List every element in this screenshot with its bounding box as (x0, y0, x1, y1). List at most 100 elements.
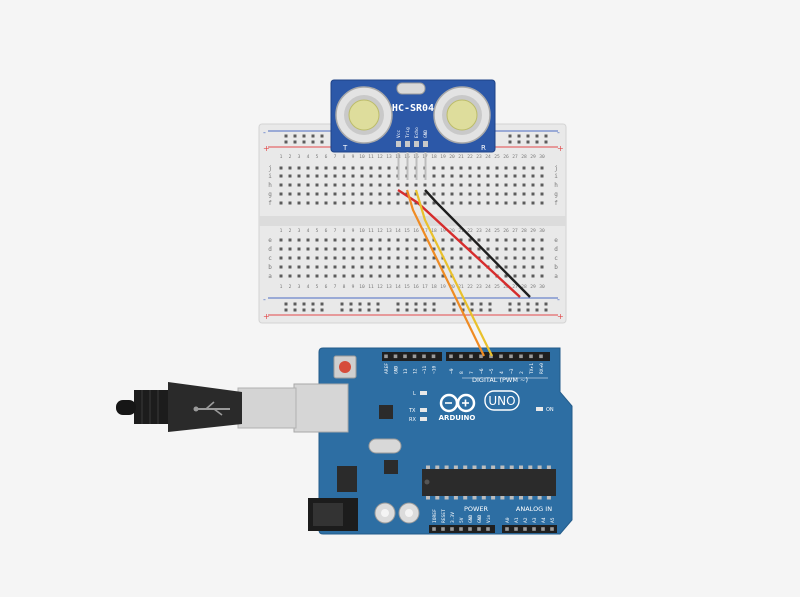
breadboard-hole[interactable] (477, 166, 481, 170)
breadboard-hole[interactable] (477, 192, 481, 196)
digital-pin-hole[interactable] (384, 354, 388, 359)
breadboard-hole[interactable] (468, 247, 472, 251)
rail-hole[interactable] (340, 302, 344, 306)
rail-hole[interactable] (405, 302, 409, 306)
breadboard-hole[interactable] (513, 192, 517, 196)
breadboard-hole[interactable] (468, 201, 472, 205)
rail-hole[interactable] (367, 308, 371, 312)
breadboard-hole[interactable] (513, 183, 517, 187)
breadboard-hole[interactable] (351, 256, 355, 260)
rail-hole[interactable] (358, 308, 362, 312)
rail-hole[interactable] (535, 140, 539, 144)
breadboard-hole[interactable] (504, 174, 508, 178)
breadboard-hole[interactable] (450, 166, 454, 170)
breadboard-hole[interactable] (423, 256, 427, 260)
breadboard-hole[interactable] (342, 274, 346, 278)
breadboard-hole[interactable] (522, 247, 526, 251)
breadboard-hole[interactable] (333, 183, 337, 187)
breadboard-hole[interactable] (387, 274, 391, 278)
breadboard-hole[interactable] (513, 247, 517, 251)
rail-hole[interactable] (376, 302, 380, 306)
breadboard-hole[interactable] (333, 201, 337, 205)
rail-hole[interactable] (320, 134, 324, 138)
breadboard-hole[interactable] (468, 183, 472, 187)
breadboard-hole[interactable] (531, 238, 535, 242)
breadboard-hole[interactable] (495, 174, 499, 178)
breadboard-hole[interactable] (468, 174, 472, 178)
breadboard-hole[interactable] (540, 183, 544, 187)
breadboard-hole[interactable] (531, 256, 535, 260)
breadboard-hole[interactable] (369, 166, 373, 170)
breadboard-hole[interactable] (459, 238, 463, 242)
digital-pin-hole[interactable] (459, 354, 463, 359)
breadboard-hole[interactable] (315, 201, 319, 205)
breadboard-hole[interactable] (513, 201, 517, 205)
breadboard-hole[interactable] (504, 274, 508, 278)
rail-hole[interactable] (535, 134, 539, 138)
rail-hole[interactable] (293, 134, 297, 138)
breadboard-hole[interactable] (369, 265, 373, 269)
breadboard-hole[interactable] (522, 265, 526, 269)
breadboard-hole[interactable] (522, 192, 526, 196)
breadboard-hole[interactable] (477, 238, 481, 242)
breadboard-hole[interactable] (522, 166, 526, 170)
breadboard-hole[interactable] (351, 238, 355, 242)
breadboard-hole[interactable] (360, 166, 364, 170)
rail-hole[interactable] (376, 308, 380, 312)
breadboard-hole[interactable] (306, 265, 310, 269)
breadboard-hole[interactable] (432, 201, 436, 205)
rail-hole[interactable] (284, 134, 288, 138)
breadboard-hole[interactable] (288, 174, 292, 178)
breadboard-hole[interactable] (414, 247, 418, 251)
breadboard-hole[interactable] (351, 247, 355, 251)
breadboard-hole[interactable] (333, 274, 337, 278)
rail-hole[interactable] (302, 302, 306, 306)
breadboard-hole[interactable] (297, 238, 301, 242)
breadboard-hole[interactable] (306, 192, 310, 196)
breadboard-hole[interactable] (450, 192, 454, 196)
breadboard-hole[interactable] (450, 256, 454, 260)
breadboard-hole[interactable] (306, 256, 310, 260)
breadboard-hole[interactable] (378, 265, 382, 269)
breadboard-hole[interactable] (414, 183, 418, 187)
breadboard-hole[interactable] (459, 274, 463, 278)
breadboard-hole[interactable] (333, 265, 337, 269)
rail-hole[interactable] (452, 308, 456, 312)
breadboard-hole[interactable] (540, 166, 544, 170)
breadboard-hole[interactable] (423, 265, 427, 269)
breadboard-hole[interactable] (297, 256, 301, 260)
breadboard-hole[interactable] (522, 256, 526, 260)
power-pin-hole[interactable] (459, 527, 463, 531)
rail-hole[interactable] (535, 308, 539, 312)
breadboard-hole[interactable] (279, 238, 283, 242)
breadboard-hole[interactable] (531, 166, 535, 170)
breadboard-hole[interactable] (324, 183, 328, 187)
rail-hole[interactable] (535, 302, 539, 306)
breadboard-hole[interactable] (315, 247, 319, 251)
breadboard-hole[interactable] (396, 256, 400, 260)
rail-hole[interactable] (320, 308, 324, 312)
digital-pin-hole[interactable] (469, 354, 473, 359)
breadboard-hole[interactable] (279, 192, 283, 196)
breadboard-hole[interactable] (333, 174, 337, 178)
rail-hole[interactable] (396, 302, 400, 306)
breadboard-hole[interactable] (360, 183, 364, 187)
rail-hole[interactable] (517, 302, 521, 306)
digital-pin-hole[interactable] (519, 354, 523, 359)
breadboard-hole[interactable] (432, 256, 436, 260)
breadboard-hole[interactable] (315, 274, 319, 278)
digital-pin-hole[interactable] (393, 354, 398, 359)
digital-pin-hole[interactable] (509, 354, 513, 359)
wire-trig-signal[interactable] (405, 189, 485, 357)
breadboard-hole[interactable] (288, 265, 292, 269)
breadboard-hole[interactable] (351, 166, 355, 170)
breadboard-hole[interactable] (378, 274, 382, 278)
breadboard-hole[interactable] (441, 238, 445, 242)
breadboard-hole[interactable] (405, 265, 409, 269)
breadboard-hole[interactable] (351, 274, 355, 278)
breadboard-hole[interactable] (504, 256, 508, 260)
breadboard-hole[interactable] (441, 247, 445, 251)
breadboard-hole[interactable] (414, 192, 418, 196)
breadboard-hole[interactable] (414, 256, 418, 260)
breadboard-hole[interactable] (432, 265, 436, 269)
